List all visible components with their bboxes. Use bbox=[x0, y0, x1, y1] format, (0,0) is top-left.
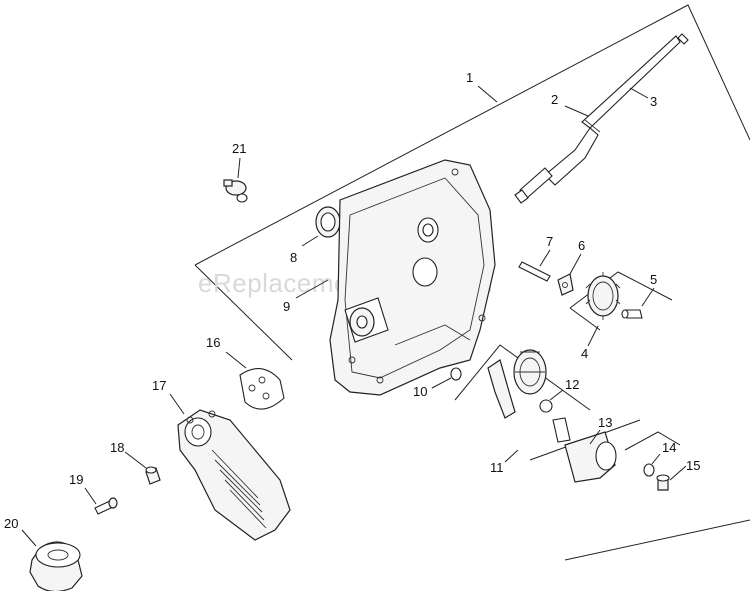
callout-14: 14 bbox=[662, 440, 676, 455]
group-4-boundary bbox=[569, 271, 673, 309]
drain-screw-part[interactable] bbox=[656, 474, 670, 491]
leader-12 bbox=[549, 389, 564, 401]
callout-18: 18 bbox=[110, 440, 124, 455]
group-11-boundary bbox=[454, 344, 591, 411]
oil-seal-part[interactable] bbox=[315, 206, 341, 238]
leader-1 bbox=[477, 85, 498, 103]
callout-1: 1 bbox=[466, 70, 473, 85]
pin-part[interactable] bbox=[518, 261, 551, 282]
leader-15 bbox=[669, 465, 687, 481]
callout-19: 19 bbox=[69, 472, 83, 487]
group-4-boundary-lower bbox=[569, 307, 601, 331]
callout-11: 11 bbox=[490, 460, 504, 475]
callout-15: 15 bbox=[686, 458, 700, 473]
callout-9: 9 bbox=[283, 299, 290, 314]
leader-20 bbox=[21, 529, 37, 547]
dipstick-tube-part[interactable] bbox=[544, 33, 689, 186]
callout-13: 13 bbox=[598, 415, 612, 430]
fitting-part[interactable] bbox=[145, 466, 161, 485]
callout-3: 3 bbox=[650, 94, 657, 109]
closure-plate-part[interactable] bbox=[329, 159, 496, 396]
breather-plug-part[interactable] bbox=[223, 179, 248, 203]
leader-3 bbox=[629, 87, 649, 99]
oil-pickup-part[interactable] bbox=[552, 417, 617, 483]
leader-14 bbox=[651, 453, 661, 465]
leader-13 bbox=[589, 429, 601, 445]
leader-16 bbox=[225, 351, 247, 369]
leader-11 bbox=[504, 449, 519, 463]
callout-17: 17 bbox=[152, 378, 166, 393]
o-ring-part[interactable] bbox=[450, 367, 462, 381]
leader-7 bbox=[539, 249, 551, 267]
group-14-boundary bbox=[624, 431, 681, 451]
leader-4 bbox=[587, 325, 599, 347]
filter-bolt-part[interactable] bbox=[94, 497, 118, 515]
callout-4: 4 bbox=[581, 346, 588, 361]
leader-5 bbox=[641, 287, 655, 307]
oil-cooler-part[interactable] bbox=[177, 409, 291, 541]
callout-8: 8 bbox=[290, 250, 297, 265]
gear-shaft-part[interactable] bbox=[621, 309, 643, 319]
callout-6: 6 bbox=[578, 238, 585, 253]
leader-9 bbox=[295, 279, 329, 299]
leader-17 bbox=[169, 393, 185, 415]
leader-6 bbox=[569, 253, 582, 275]
pump-o-ring-part[interactable] bbox=[539, 399, 553, 413]
callout-2: 2 bbox=[551, 92, 558, 107]
gasket-part[interactable] bbox=[239, 368, 285, 410]
callout-10: 10 bbox=[413, 384, 427, 399]
washer-part[interactable] bbox=[557, 273, 574, 296]
governor-gear-part[interactable] bbox=[585, 272, 621, 320]
leader-2 bbox=[564, 105, 589, 117]
callout-20: 20 bbox=[4, 516, 18, 531]
callout-5: 5 bbox=[650, 272, 657, 287]
drain-washer-part[interactable] bbox=[643, 463, 655, 477]
assembly-boundary-left bbox=[194, 264, 293, 361]
oil-pump-part[interactable] bbox=[487, 349, 547, 419]
leader-19 bbox=[84, 487, 97, 505]
leader-18 bbox=[124, 451, 147, 469]
leader-10 bbox=[431, 377, 452, 389]
dipstick-part[interactable] bbox=[514, 167, 553, 204]
callout-7: 7 bbox=[546, 234, 553, 249]
assembly-boundary-bottom bbox=[564, 519, 750, 561]
leader-8 bbox=[301, 235, 319, 247]
leader-21 bbox=[237, 157, 241, 179]
callout-16: 16 bbox=[206, 335, 220, 350]
assembly-boundary-line bbox=[194, 4, 750, 266]
callout-12: 12 bbox=[565, 377, 579, 392]
callout-21: 21 bbox=[232, 141, 246, 156]
oil-filter-part[interactable] bbox=[29, 541, 83, 591]
